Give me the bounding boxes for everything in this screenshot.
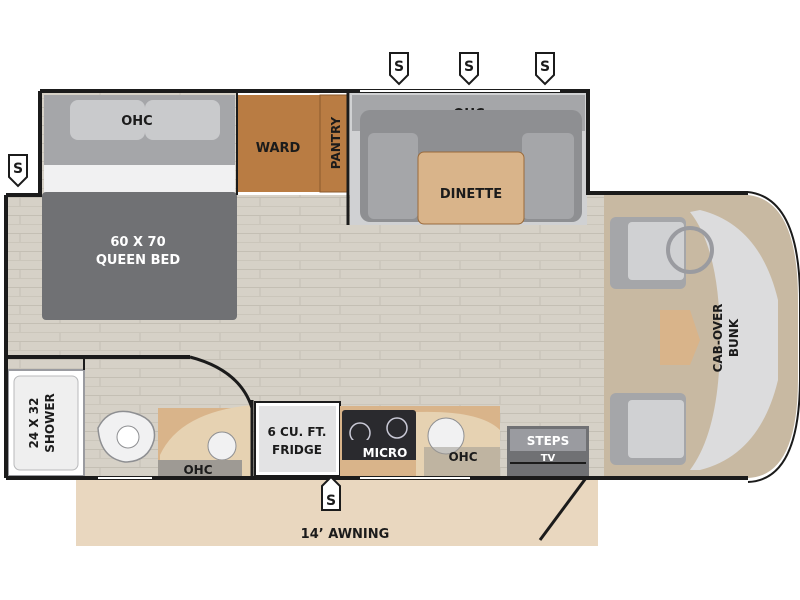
steps-top: [510, 429, 586, 451]
entry-door: [538, 477, 588, 541]
svg-text:S: S: [540, 59, 550, 75]
cabover-label: CAB-OVER: [711, 304, 725, 373]
tv-label: TV: [541, 453, 556, 464]
svg-text:S: S: [464, 59, 474, 75]
slideout-marker-top-3: S: [535, 52, 555, 86]
burner-right: [386, 417, 408, 439]
shower-label: 24 X 32: [27, 397, 41, 448]
microwave-panel: [342, 440, 416, 460]
exterior-wall-top: [40, 89, 748, 195]
pantry-label: PANTRY: [329, 116, 343, 169]
svg-text:S: S: [394, 59, 404, 75]
shower-pan: [13, 375, 79, 471]
fridge-inner: [259, 406, 336, 472]
bed-label: 60 X 70: [110, 235, 165, 250]
bath-ohc: [158, 460, 242, 476]
pantry: [319, 94, 349, 193]
svg-text:S: S: [326, 493, 336, 509]
steering-wheel: [666, 226, 714, 274]
fridge-label: 6 CU. FT.: [268, 425, 327, 439]
dinette-table: [417, 151, 525, 225]
dashboard: [690, 210, 778, 470]
galley-ohc: [424, 447, 500, 476]
bath-sink: [207, 431, 237, 461]
bath-door-swing: [189, 355, 254, 409]
exterior-wall-bedroom-nook: [6, 91, 42, 197]
bed-sheet: [44, 165, 235, 195]
dinette-cushion-right: [522, 133, 574, 219]
bed-label-2: QUEEN BED: [96, 253, 181, 268]
microwave-label: MICRO: [363, 446, 408, 460]
cab-outline: [747, 191, 800, 483]
bedroom-ohc-label: OHC: [121, 114, 152, 129]
driver-seat-cushion: [628, 222, 684, 280]
toilet-bowl: [116, 425, 140, 449]
slideout-marker-bottom: S: [321, 475, 341, 511]
wardrobe-label: WARD: [256, 141, 301, 156]
dinette-cushion-left: [368, 133, 418, 219]
slideout-marker-top-2: S: [459, 52, 479, 86]
slideout-marker-bedroom: S: [8, 154, 28, 188]
wardrobe: [237, 95, 320, 192]
dinette-label: DINETTE: [440, 187, 502, 202]
bath-ohc-label: OHC: [183, 463, 212, 477]
galley-ohc-label: OHC: [448, 450, 477, 464]
pillow-right: [145, 100, 220, 140]
awning-label: 14’ AWNING: [301, 527, 390, 542]
pillow-left: [70, 100, 145, 140]
queen-bed: [42, 192, 237, 320]
shower-label-2: SHOWER: [43, 393, 57, 453]
engine-cover: [660, 310, 700, 365]
passenger-seat-cushion: [628, 400, 684, 458]
fridge-label-2: FRIDGE: [272, 443, 322, 457]
steps-label: STEPS: [527, 434, 569, 448]
svg-text:S: S: [13, 161, 23, 177]
slideout-marker-top-1: S: [389, 52, 409, 86]
cabover-label-2: BUNK: [727, 318, 741, 357]
